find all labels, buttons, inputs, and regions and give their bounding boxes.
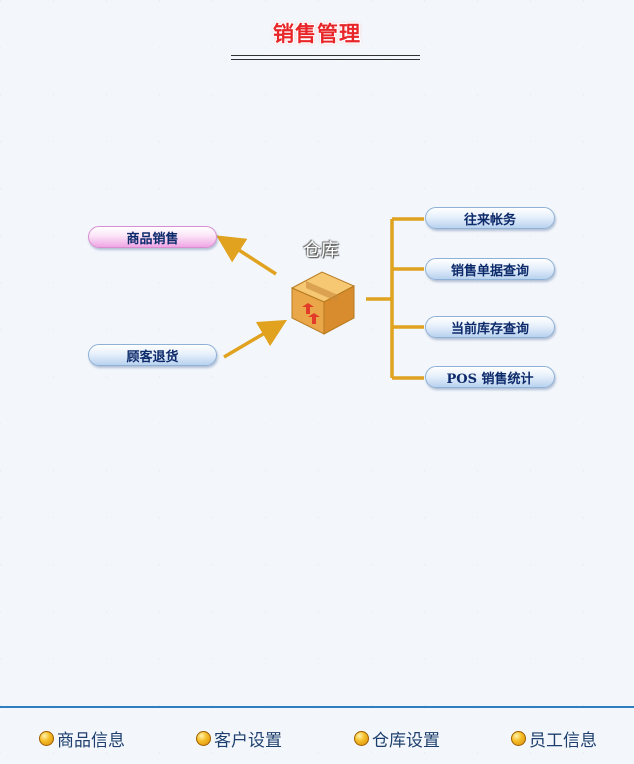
nav-label: 商品信息 (57, 730, 125, 751)
connector-lines (216, 217, 424, 380)
page-title: 销售管理 (273, 22, 361, 46)
warehouse-box-icon (290, 271, 356, 335)
current-stock-query-button[interactable]: 当前库存查询 (425, 316, 555, 338)
product-sales-button[interactable]: 商品销售 (88, 226, 217, 248)
nav-label: 仓库设置 (372, 730, 440, 751)
warehouse-label: 仓库 (303, 240, 339, 261)
bullet-icon (354, 730, 369, 746)
nav-label: 员工信息 (529, 730, 597, 751)
footer-nav: 商品信息 客户设置 仓库设置 员工信息 (0, 722, 634, 754)
sales-receipt-query-button[interactable]: 销售单据查询 (425, 258, 555, 280)
sales-diagram: 仓库 商品销售 顾客退货 往来帐务 销售单据查询 当前库存查询 POS 销售统计 (88, 207, 555, 388)
bullet-icon (196, 730, 211, 746)
bullet-icon (511, 730, 526, 746)
customer-returns-button[interactable]: 顾客退货 (88, 344, 217, 366)
nav-label: 客户设置 (214, 730, 282, 751)
nav-staff-info[interactable]: 员工信息 (511, 722, 597, 754)
arrow-to-sales (216, 235, 277, 276)
nav-product-info[interactable]: 商品信息 (39, 722, 125, 754)
arrow-from-returns (223, 319, 288, 359)
title-underline (231, 55, 420, 60)
bullet-icon (39, 730, 54, 746)
accounts-button[interactable]: 往来帐务 (425, 207, 555, 229)
pos-sales-stats-button[interactable]: POS 销售统计 (425, 366, 555, 388)
footer-divider (0, 706, 634, 708)
nav-customer-settings[interactable]: 客户设置 (196, 722, 282, 754)
nav-warehouse-settings[interactable]: 仓库设置 (354, 722, 440, 754)
